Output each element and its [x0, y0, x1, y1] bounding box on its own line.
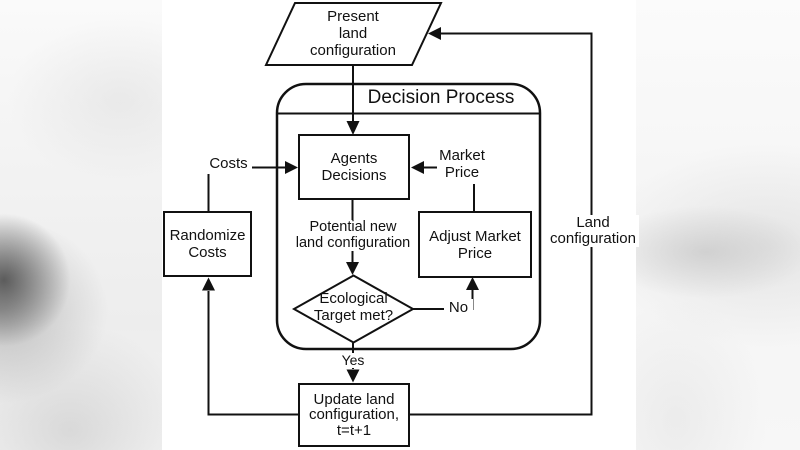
costs-edge-label: Costs	[205, 155, 252, 174]
arrowhead-into-agents-left	[285, 161, 298, 174]
edge-update-to-randomize	[207, 291, 298, 416]
arrowhead-into-randomize-bottom	[202, 277, 215, 291]
arrowhead-into-adjust-bottom	[466, 277, 479, 290]
present-land-label: Present land configuration	[310, 8, 396, 59]
blurred-background-left	[0, 0, 162, 450]
arrowhead-into-diamond-top	[346, 262, 359, 275]
present-land-parallelogram	[264, 1, 443, 66]
yes-edge-label: Yes	[339, 353, 367, 368]
decision-process-title: Decision Process	[367, 87, 515, 108]
arrowhead-into-agents-right	[411, 161, 424, 174]
blurred-background-right	[636, 0, 800, 450]
arrowhead-into-update-top	[346, 369, 360, 383]
ecological-target-label: Ecological Target met?	[313, 290, 394, 324]
land-configuration-edge-label: Land configuration	[547, 215, 639, 247]
adjust-market-price-box: Adjust Market Price	[418, 211, 532, 278]
ecological-target-diamond	[291, 274, 416, 344]
update-land-box: Update land configuration, t=t+1	[298, 383, 410, 447]
no-edge-label: No	[444, 299, 473, 317]
arrowhead-into-agents-top	[346, 121, 360, 135]
agents-decisions-box: Agents Decisions	[298, 134, 410, 200]
randomize-costs-box: Randomize Costs	[163, 211, 252, 277]
market-price-label: Market Price	[439, 147, 485, 181]
potential-new-label: Potential new land configuration	[291, 219, 415, 251]
arrowhead-into-present-right	[428, 27, 441, 40]
